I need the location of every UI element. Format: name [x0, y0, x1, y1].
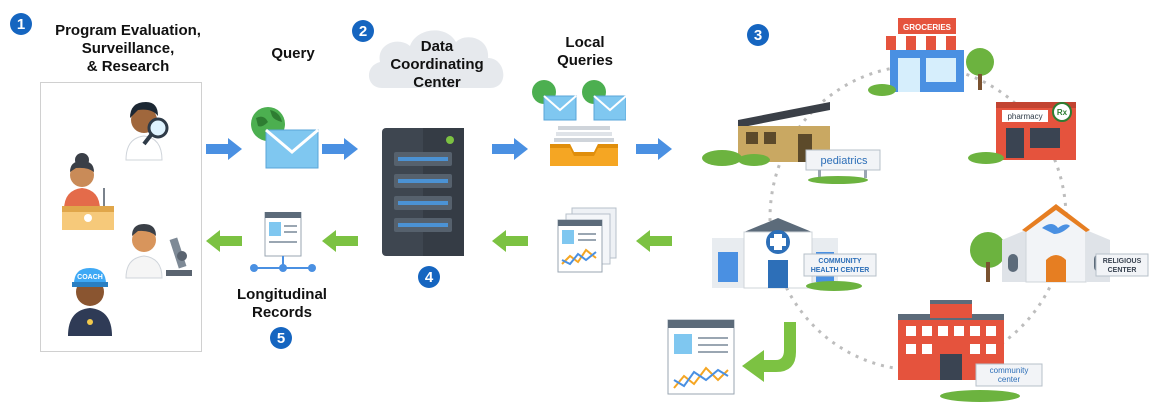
coach-icon: COACH	[68, 268, 112, 336]
step-5-label: Longitudinal Records	[237, 286, 327, 321]
step-2-label: Data Coordinating Center	[390, 38, 484, 91]
step-4-badge: 4	[418, 266, 440, 288]
server-icon	[382, 128, 464, 256]
religious-sign-line2: CENTER	[1108, 267, 1137, 274]
rx-symbol: Rx	[1057, 108, 1068, 117]
arrow-right-1	[206, 138, 242, 160]
arrow-left-1	[206, 230, 242, 252]
religious-sign-line1: RELIGIOUS	[1103, 258, 1142, 265]
arrow-right-2	[322, 138, 358, 160]
groceries-sign-text: GROCERIES	[903, 23, 952, 32]
arrow-right-3	[492, 138, 528, 160]
local-queries-label: Local Queries	[557, 34, 613, 69]
step-1-badge: 1	[10, 13, 32, 35]
arrow-left-2	[322, 230, 358, 252]
query-label: Query	[271, 45, 315, 62]
local-queries-email-icon	[532, 80, 626, 121]
religious-center-icon: RELIGIOUS CENTER	[970, 204, 1149, 283]
speaker-podium-icon	[62, 153, 114, 230]
community-health-center-icon: COMMUNITY HEALTH CENTER	[712, 218, 877, 291]
return-arrow-icon	[742, 322, 796, 382]
step-1-label: Program Evaluation, Surveillance, & Rese…	[55, 22, 201, 75]
longitudinal-records-icon	[250, 212, 316, 272]
chc-sign-line1: COMMUNITY	[818, 258, 861, 265]
arrow-right-4	[636, 138, 672, 160]
inbox-tray-icon	[550, 126, 618, 166]
reports-stack-icon	[557, 207, 617, 273]
community-center-icon: community center	[898, 300, 1043, 402]
community-sign-line1: community	[990, 366, 1029, 375]
step-3-badge: 3	[747, 24, 769, 46]
step-2-badge: 2	[352, 20, 374, 42]
pharmacy-sign-text: pharmacy	[1007, 112, 1042, 121]
cloud-icon	[368, 30, 504, 88]
step-5-badge: 5	[270, 327, 292, 349]
chc-sign-line2: HEALTH CENTER	[811, 267, 870, 274]
community-report-icon	[667, 319, 735, 395]
pharmacy-icon: pharmacy Rx	[968, 102, 1076, 164]
arrow-left-4	[636, 230, 672, 252]
query-email-icon	[251, 107, 319, 169]
pediatrics-sign-text: pediatrics	[820, 155, 868, 167]
groceries-store-icon: GROCERIES	[868, 18, 994, 96]
arrow-left-3	[492, 230, 528, 252]
coach-cap-text: COACH	[77, 274, 103, 281]
scientist-microscope-icon	[125, 224, 192, 279]
pediatrics-sign: pediatrics	[805, 149, 881, 184]
community-sign-line2: center	[998, 375, 1021, 384]
researcher-magnifier-icon	[125, 102, 169, 161]
pediatrics-building-icon	[702, 102, 830, 166]
